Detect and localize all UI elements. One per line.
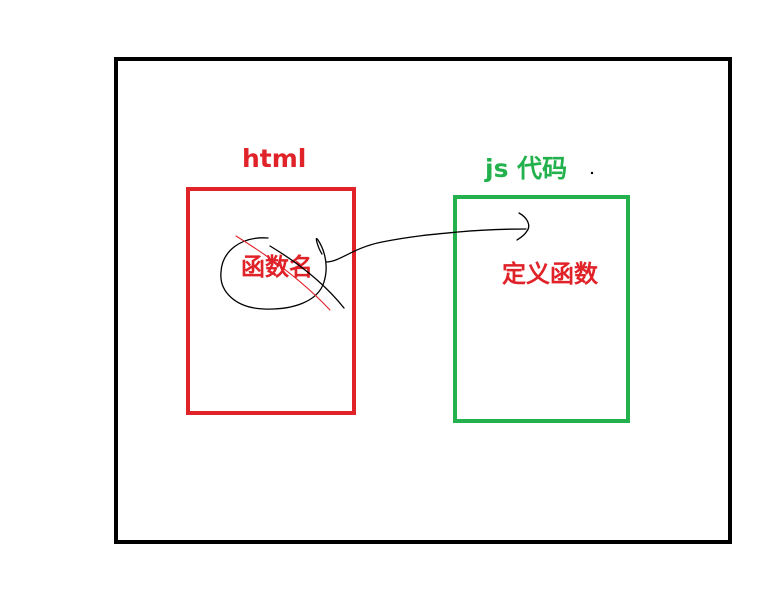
function-definition-label: 定义函数 <box>502 260 598 288</box>
js-code-title: js 代码 <box>485 154 568 183</box>
function-name-label: 函数名 <box>241 253 313 281</box>
html-box <box>186 187 356 415</box>
outer-frame <box>114 57 732 544</box>
html-title: html <box>242 144 307 173</box>
js-code-box <box>453 195 630 423</box>
